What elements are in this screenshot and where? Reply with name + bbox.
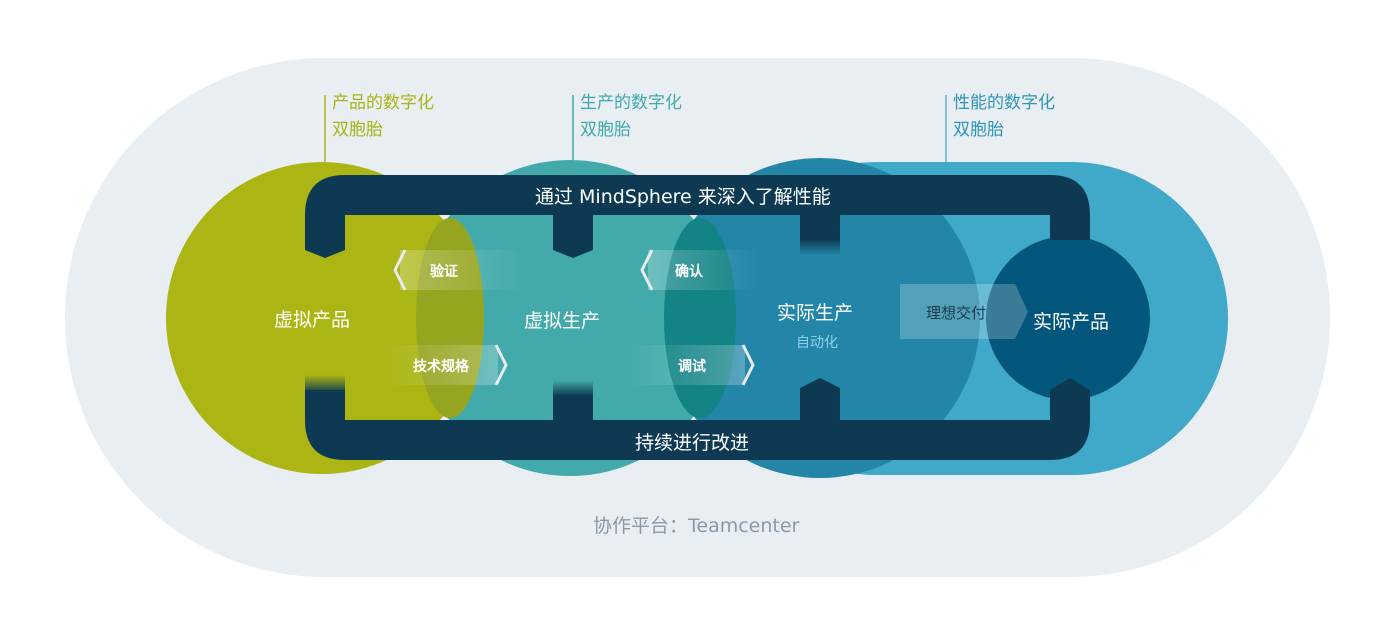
real-product-circle <box>986 236 1150 400</box>
loop-arm-top-mid2 <box>800 215 840 255</box>
production-twin-label: 生产的数字化双胞胎 <box>580 93 682 140</box>
loop-top-label: 通过 MindSphere 来深入了解性能 <box>535 186 831 208</box>
spec-label: 技术规格 <box>413 359 469 375</box>
overlap-lens-1 <box>416 218 484 418</box>
automation-label: 自动化 <box>796 335 838 351</box>
loop-arm-bottom-mid2 <box>800 378 840 420</box>
virtual-product-circle <box>166 162 478 474</box>
arrow-ideal-delivery <box>900 284 1028 339</box>
performance-twin-label: 性能的数字化双胞胎 <box>953 93 1055 140</box>
confirm-label: 确认 <box>675 264 703 280</box>
loop-bottom-label: 持续进行改进 <box>635 432 750 454</box>
loop-band-top <box>305 175 1090 258</box>
loop-arm-top-mid1 <box>553 215 593 258</box>
platform-label: 协作平台：Teamcenter <box>593 515 800 537</box>
loop-arm-left-bottom <box>305 375 345 420</box>
debug-label: 调试 <box>678 359 706 375</box>
arrow-verify <box>393 249 525 291</box>
verify-label: 验证 <box>430 264 458 280</box>
loop-band-bottom <box>305 378 1090 460</box>
real-production-label: 实际生产 <box>777 302 854 324</box>
virtual-production-label: 虚拟生产 <box>524 310 601 332</box>
virtual-production-circle <box>412 160 728 476</box>
product-twin-label: 产品的数字化双胞胎 <box>332 93 434 140</box>
real-production-circle <box>660 158 980 478</box>
arrow-confirm <box>640 249 758 291</box>
ideal-delivery-label: 理想交付 <box>926 304 987 322</box>
loop-arm-bottom-mid1 <box>553 380 593 420</box>
arrow-spec <box>380 344 508 386</box>
real-product-label: 实际产品 <box>1033 311 1110 333</box>
overlap-lens-2 <box>664 218 736 418</box>
virtual-product-label: 虚拟产品 <box>274 309 351 331</box>
arrow-debug <box>625 344 755 386</box>
